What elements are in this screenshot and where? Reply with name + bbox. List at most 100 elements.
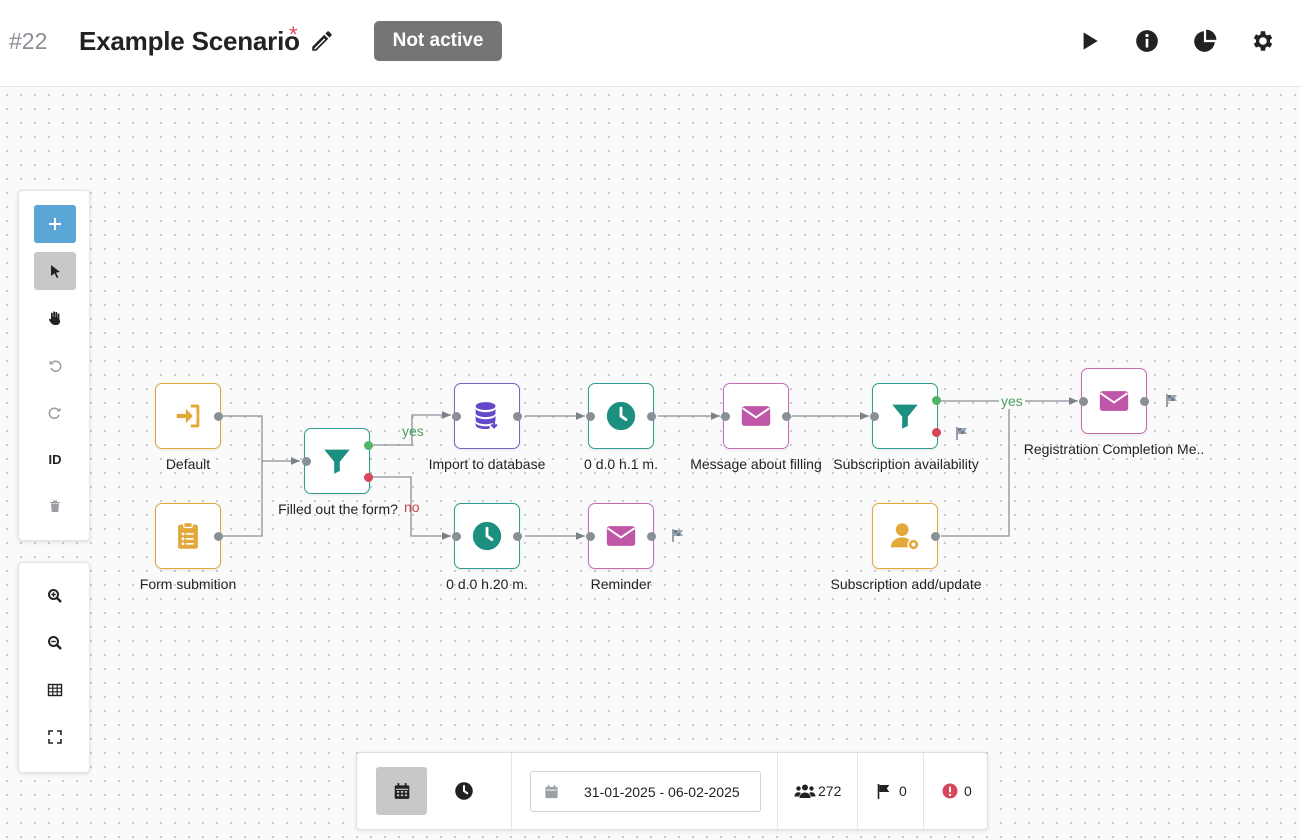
edge-label-yes: yes [402, 423, 424, 439]
clock-icon [606, 401, 636, 431]
add-node-button[interactable] [34, 205, 76, 243]
fullscreen-icon [48, 730, 62, 744]
undo-icon [49, 360, 62, 372]
node-input-port[interactable] [586, 412, 595, 421]
zoom-in-button[interactable] [34, 577, 76, 615]
redo-button[interactable] [34, 393, 76, 431]
node-yes-port[interactable] [932, 396, 941, 405]
node-output-port[interactable] [647, 532, 656, 541]
node-output-port[interactable] [782, 412, 791, 421]
node-import-database[interactable] [452, 383, 522, 449]
error-icon [942, 783, 958, 799]
zoom-in-icon [48, 589, 62, 603]
node-input-port[interactable] [1079, 397, 1088, 406]
grid-button[interactable] [34, 671, 76, 709]
node-filled-form-condition[interactable] [302, 428, 373, 494]
clock-icon [472, 521, 502, 551]
node-yes-port[interactable] [364, 441, 373, 450]
edit-title-pencil-icon[interactable] [309, 28, 335, 54]
stats-bar: 31-01-2025 - 06-02-2025 272 0 0 [356, 752, 988, 831]
node-reminder[interactable] [586, 503, 656, 569]
node-label: Registration Completion Me.. [1023, 441, 1205, 457]
finish-flag-icon [956, 427, 967, 440]
plus-icon [49, 218, 61, 230]
envelope-icon [606, 526, 636, 546]
time-mode-button[interactable] [438, 767, 489, 815]
zoom-out-button[interactable] [34, 624, 76, 662]
finished-count: 0 [899, 783, 907, 799]
scenario-title: Example Scenario [79, 26, 300, 56]
id-toggle-button[interactable]: ID [34, 440, 76, 478]
node-label: 0 d.0 h.20 m. [446, 576, 528, 592]
id-toggle-label: ID [48, 451, 62, 467]
pie-chart-icon[interactable] [1192, 28, 1218, 54]
fullscreen-button[interactable] [34, 718, 76, 756]
node-input-port[interactable] [302, 457, 311, 466]
node-label: 0 d.0 h.1 m. [584, 456, 658, 472]
node-subscription-add-update[interactable] [872, 503, 940, 569]
node-input-port[interactable] [586, 532, 595, 541]
node-output-port[interactable] [1140, 397, 1149, 406]
play-icon[interactable] [1076, 28, 1102, 54]
node-wait-20-min[interactable] [452, 503, 522, 569]
calendar-mode-button[interactable] [376, 767, 427, 815]
users-icon [794, 784, 816, 798]
divider [777, 753, 778, 831]
divider [511, 753, 512, 831]
edit-toolbar: ID [18, 190, 90, 541]
info-icon[interactable] [1134, 28, 1160, 54]
node-message-filling[interactable] [721, 383, 791, 449]
node-wait-1-min[interactable] [586, 383, 656, 449]
node-no-port[interactable] [364, 473, 373, 482]
node-output-port[interactable] [931, 532, 940, 541]
pan-tool-button[interactable] [34, 299, 76, 337]
funnel-icon [892, 404, 918, 429]
edge-label-no: no [404, 499, 420, 515]
node-output-port[interactable] [214, 532, 223, 541]
node-registration-completion[interactable] [1079, 368, 1149, 434]
node-output-port[interactable] [513, 412, 522, 421]
node-subscription-availability[interactable] [870, 383, 941, 449]
user-gear-icon [890, 523, 920, 551]
sign-in-icon [176, 404, 200, 428]
flag-icon [877, 784, 890, 799]
node-output-port[interactable] [647, 412, 656, 421]
view-toolbar [18, 562, 90, 773]
node-label: Default [165, 456, 211, 472]
pointer-icon [51, 265, 60, 278]
node-default[interactable] [155, 383, 223, 449]
redo-icon [48, 407, 61, 419]
edge-label-yes: yes [999, 393, 1025, 409]
envelope-icon [741, 406, 771, 426]
scenario-canvas[interactable] [0, 88, 1300, 840]
node-no-port[interactable] [932, 428, 941, 437]
calendar-icon [394, 783, 409, 799]
node-input-port[interactable] [452, 412, 461, 421]
scenario-header: #22 Example Scenario * Not active [0, 0, 1300, 87]
node-label: Subscription availability [833, 456, 979, 472]
node-output-port[interactable] [214, 412, 223, 421]
node-label: Reminder [590, 576, 652, 592]
undo-button[interactable] [34, 346, 76, 384]
node-label: Message about filling [690, 456, 822, 472]
grid-icon [47, 683, 63, 697]
finish-flag-icon [1166, 394, 1177, 407]
select-tool-button[interactable] [34, 252, 76, 290]
node-input-port[interactable] [870, 412, 879, 421]
node-output-port[interactable] [513, 532, 522, 541]
calendar-icon [545, 784, 558, 799]
date-range-value: 31-01-2025 - 06-02-2025 [584, 784, 740, 800]
node-input-port[interactable] [452, 532, 461, 541]
gear-icon[interactable] [1250, 28, 1276, 54]
trash-icon [50, 500, 60, 512]
node-form-submission[interactable] [155, 503, 223, 569]
divider [923, 753, 924, 831]
status-badge[interactable]: Not active [374, 21, 502, 61]
node-input-port[interactable] [721, 412, 730, 421]
delete-button[interactable] [34, 487, 76, 525]
scenario-number: #22 [9, 28, 48, 54]
node-label: Subscription add/update [830, 576, 982, 592]
contacts-count: 272 [818, 783, 842, 799]
date-range-picker[interactable]: 31-01-2025 - 06-02-2025 [530, 771, 761, 812]
node-label: Form submition [139, 576, 237, 592]
